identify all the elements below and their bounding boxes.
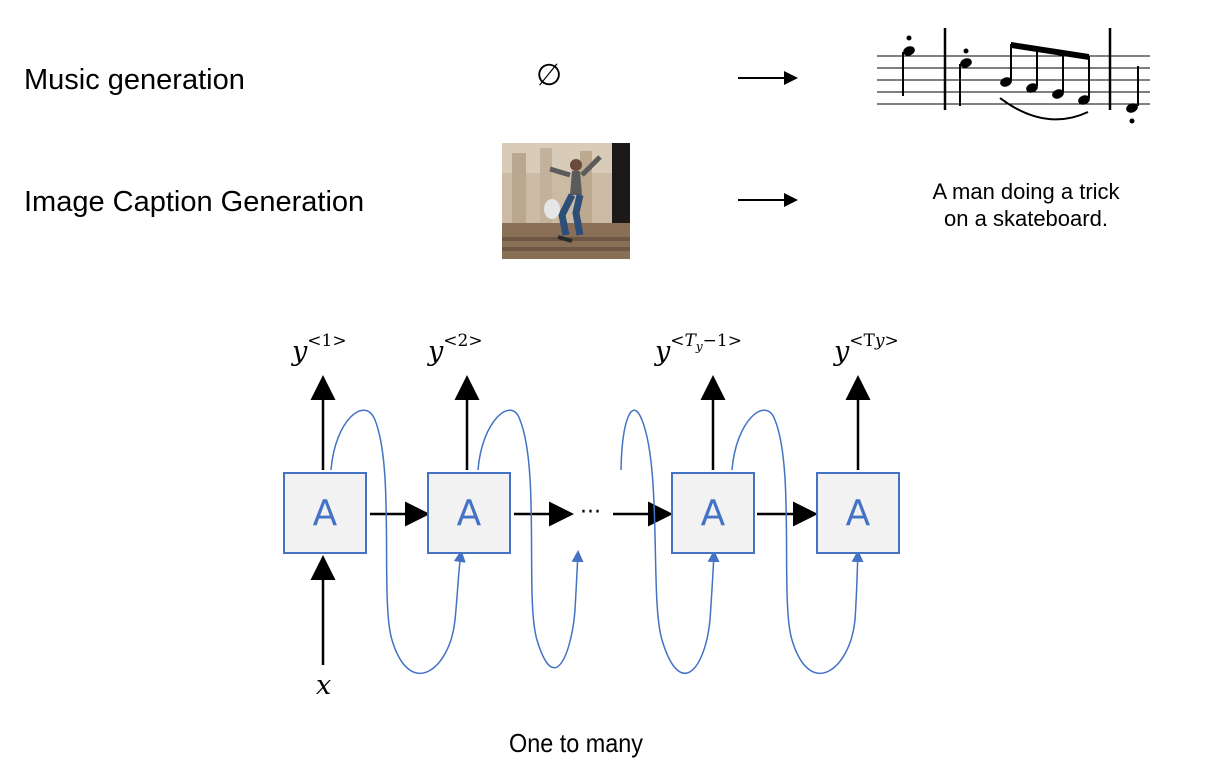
skateboarder-photo bbox=[502, 143, 630, 259]
diagram-caption: One to many bbox=[509, 728, 643, 758]
output-label-4: y<Ty> bbox=[834, 331, 899, 367]
output-label-3: y<Ty−1> bbox=[655, 331, 742, 367]
image-caption-generation-label: Image Caption Generation bbox=[24, 186, 365, 218]
output-label-2: y<2> bbox=[428, 331, 483, 367]
ellipsis: ··· bbox=[580, 500, 601, 525]
empty-input-symbol: ∅ bbox=[536, 59, 563, 92]
generated-caption: A man doing a trick on a skateboard. bbox=[896, 178, 1156, 232]
caption-line-2: on a skateboard. bbox=[944, 206, 1108, 231]
rnn-cell-1: A bbox=[283, 472, 367, 554]
rnn-cell-3: A bbox=[671, 472, 755, 554]
output-label-1: y<1> bbox=[292, 331, 347, 367]
rnn-cell-4: A bbox=[816, 472, 900, 554]
rnn-cell-2: A bbox=[427, 472, 511, 554]
caption-line-1: A man doing a trick bbox=[932, 179, 1120, 204]
music-generation-label: Music generation bbox=[24, 64, 245, 96]
input-label: x bbox=[316, 670, 332, 701]
